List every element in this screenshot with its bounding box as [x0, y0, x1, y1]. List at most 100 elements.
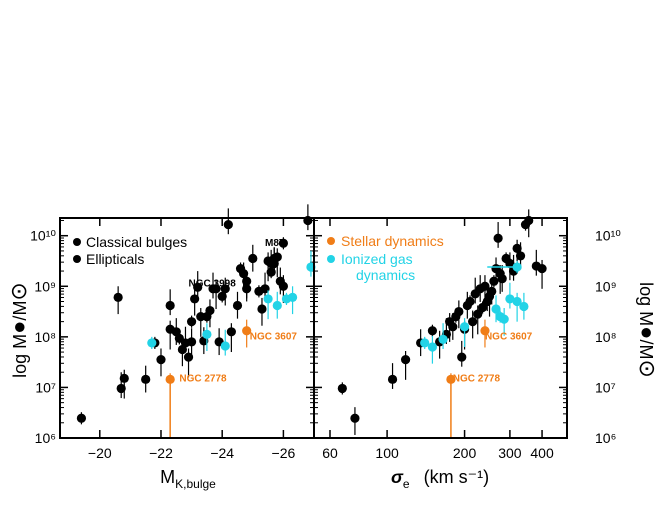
data-point [211, 284, 221, 294]
right-x-tick-label: 100 [375, 445, 399, 461]
data-point [505, 258, 515, 269]
data-point [223, 219, 233, 230]
right-x-tick-label: 200 [453, 445, 477, 461]
data-point [202, 329, 212, 339]
data-point [113, 292, 123, 303]
data-point [186, 317, 197, 327]
data-point [183, 352, 194, 362]
left-y-tick-label: 10⁹ [34, 278, 56, 294]
left-y-axis-label: log M●/M⊙ [6, 282, 31, 378]
data-point [260, 284, 270, 294]
data-point [493, 233, 503, 243]
annotation-label: M87 [265, 238, 285, 249]
data-point [454, 306, 464, 317]
data-point [457, 352, 467, 362]
data-point [438, 334, 448, 344]
data-point [119, 373, 129, 383]
svg-text:log M●/M⊙: log M●/M⊙ [635, 282, 660, 378]
data-point [220, 284, 230, 294]
left-x-tick-label: −22 [149, 445, 173, 461]
right-y-tick-label: 10¹⁰ [595, 228, 621, 244]
data-point [505, 294, 515, 304]
data-point [459, 322, 470, 332]
data-point [512, 296, 522, 307]
legend-label-classical: Classical bulges [86, 234, 187, 250]
data-point [350, 413, 360, 423]
legend-marker-classical [73, 238, 81, 246]
right-plot-frame [313, 217, 568, 439]
data-point [193, 282, 203, 292]
svg-text:log M●/M⊙: log M●/M⊙ [6, 282, 31, 378]
annotation-label: NGC 3607 [250, 331, 298, 342]
data-point [468, 317, 478, 327]
data-point [489, 276, 499, 286]
data-point [519, 301, 529, 312]
data-point [165, 300, 175, 311]
data-point [147, 338, 157, 348]
left-panel: 10⁶ 10⁷ 10⁸ 10⁹ 10¹⁰ −20 −22 −24 −26 NGC 3998 M87N… [30, 204, 316, 461]
data-point [278, 281, 288, 291]
legend-marker-ellipticals [73, 255, 81, 263]
left-y-tick-label: 10⁸ [35, 329, 57, 345]
data-point [387, 374, 398, 384]
data-point [465, 296, 475, 307]
left-y-tick-label: 10⁷ [35, 379, 56, 395]
data-point [400, 355, 411, 365]
data-point [266, 267, 276, 277]
data-point [156, 355, 166, 365]
data-point [487, 286, 497, 296]
data-point [205, 305, 215, 316]
annotation-label: NGC 2778 [453, 373, 501, 384]
data-point [257, 304, 267, 314]
data-point [499, 314, 509, 324]
data-point [242, 276, 252, 286]
data-point [497, 274, 507, 284]
left-x-tick-label: −24 [210, 445, 234, 461]
data-point [512, 243, 522, 253]
data-point [242, 326, 252, 336]
right-y-tick-label: 10⁹ [595, 278, 617, 294]
data-point [141, 374, 151, 384]
right-y-tick-label: 10⁷ [595, 379, 616, 395]
data-point [278, 238, 288, 248]
data-point [263, 294, 273, 304]
data-point [515, 251, 526, 261]
data-point [287, 292, 298, 303]
legend-label-stellar: Stellar dynamics [341, 233, 444, 249]
data-point [76, 413, 87, 423]
data-point [491, 304, 501, 314]
legend-marker-stellar [327, 237, 335, 245]
data-point [116, 383, 126, 394]
left-legend: Classical bulges Ellipticals [73, 234, 187, 267]
right-y-axis-label: log M●/M⊙ [635, 282, 660, 378]
data-point [272, 300, 282, 311]
right-x-axis-label: σe(km s⁻¹) [391, 467, 489, 491]
data-point [448, 322, 458, 332]
data-point [248, 253, 258, 264]
data-point [226, 327, 236, 337]
left-x-tick-label: −26 [272, 445, 296, 461]
left-y-tick-label: 10⁶ [35, 430, 56, 446]
legend-label-ellipticals: Ellipticals [86, 251, 144, 267]
data-point [217, 291, 227, 301]
data-point [190, 294, 200, 304]
annotation-label: NGC 3998 [189, 278, 237, 289]
data-point [272, 252, 282, 262]
data-point [239, 269, 249, 279]
data-point [473, 309, 483, 319]
left-y-tick-label: 10¹⁰ [30, 228, 56, 244]
left-x-axis-label: MK,bulge [160, 467, 216, 491]
data-point [232, 300, 243, 311]
data-point [337, 383, 347, 394]
left-x-tick-label: −20 [88, 445, 112, 461]
data-point [420, 338, 430, 348]
legend-marker-gas [327, 255, 335, 263]
data-point [480, 326, 490, 336]
right-x-tick-label: 60 [322, 445, 338, 461]
right-x-tick-label: 400 [530, 445, 554, 461]
data-point [427, 342, 438, 352]
right-y-tick-label: 10⁶ [595, 430, 616, 446]
